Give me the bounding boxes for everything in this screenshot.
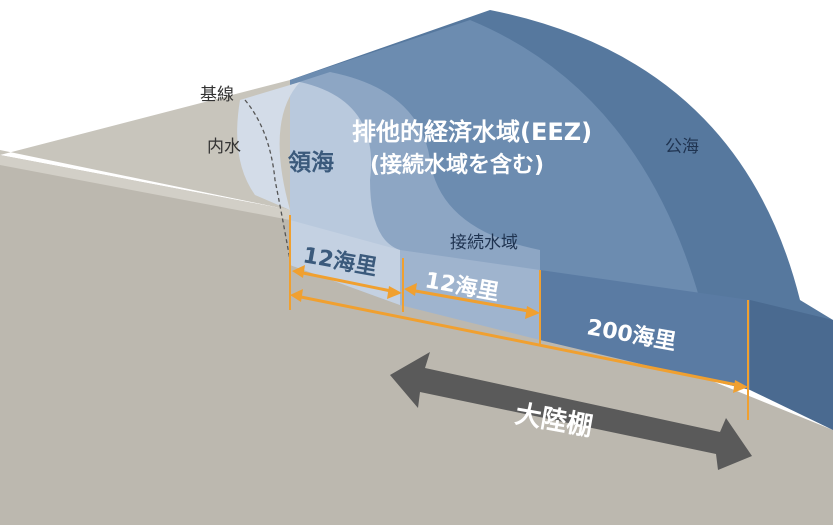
baseline-label: 基線	[200, 85, 234, 105]
arrow-eez-head-l	[290, 289, 303, 302]
arrow-contiguous-head-l	[404, 283, 417, 296]
contiguous-side-face	[400, 250, 540, 340]
high-seas-side-face	[750, 300, 833, 430]
distance-arrows	[290, 265, 748, 393]
arrow-territorial-head-r	[387, 286, 402, 299]
arrow-contiguous-head-r	[525, 306, 540, 319]
eez-title-label: 排他的経済水域(EEZ)	[352, 118, 592, 146]
eez-subtitle-label: (接続水域を含む)	[370, 152, 544, 178]
territorial-side-face	[290, 220, 400, 305]
baseline-dashed-line	[244, 99, 291, 261]
arrow-contiguous	[409, 288, 535, 314]
land-top-face	[0, 80, 290, 210]
arrow-eez	[295, 294, 743, 388]
arrow-territorial-head-l	[292, 265, 305, 278]
distance-markers	[289, 215, 749, 420]
arrow-territorial	[297, 270, 397, 294]
arrow-eez-head-r	[733, 380, 748, 393]
eez-side-face	[540, 270, 750, 390]
contiguous-zone-label: 接続水域	[450, 233, 518, 253]
high-seas-label: 公海	[665, 137, 699, 157]
shelf-arrow-shape	[390, 352, 752, 470]
continental-shelf-arrow	[390, 352, 752, 470]
land-front-face	[0, 155, 290, 220]
internal-waters-label: 内水	[207, 137, 241, 157]
sea-zones	[237, 10, 833, 430]
territorial-sea-label: 領海	[288, 149, 334, 176]
